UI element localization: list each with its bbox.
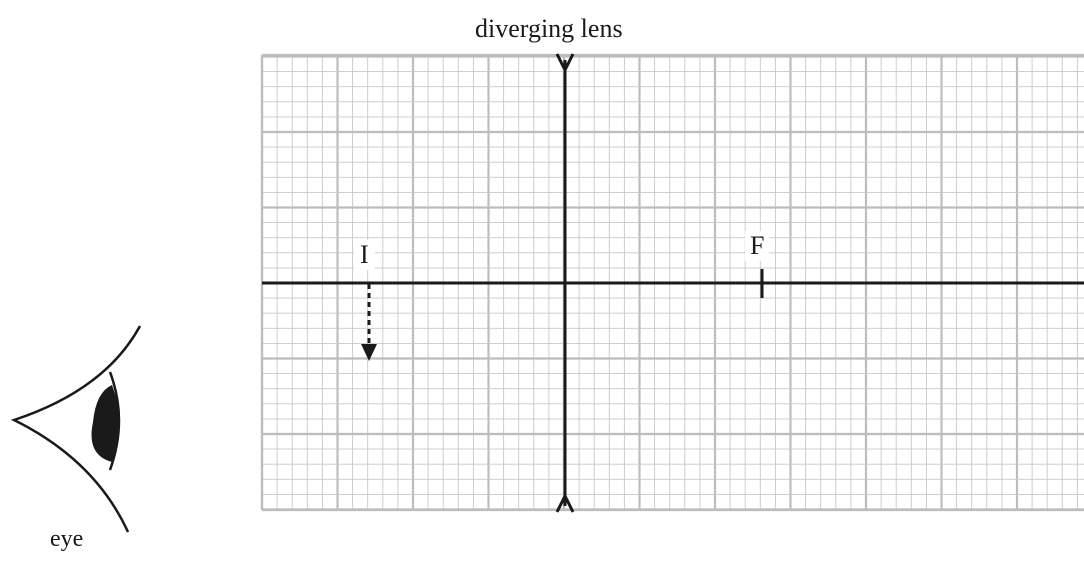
image-label: I xyxy=(354,240,375,270)
arrow-down-dashed-icon xyxy=(361,284,377,361)
focal-point-label: F xyxy=(745,231,770,261)
lens-label: diverging lens xyxy=(475,14,623,43)
eye-icon xyxy=(10,325,142,533)
diverging-lens-icon xyxy=(555,53,575,513)
eye-label: eye xyxy=(50,526,84,552)
